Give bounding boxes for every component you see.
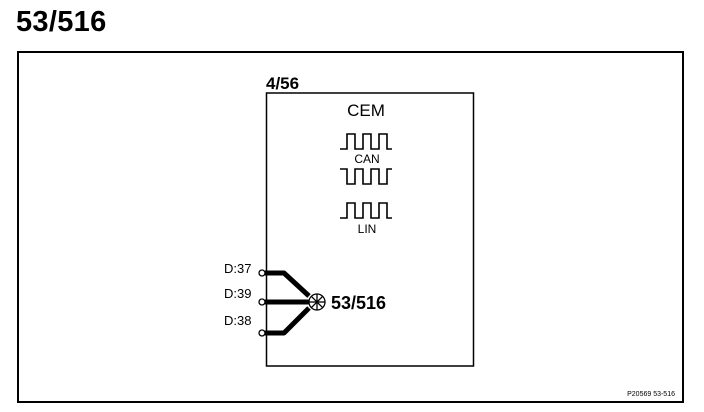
wire-bundle <box>265 270 311 336</box>
pin-terminal <box>258 269 266 277</box>
module-name-label: CEM <box>347 101 385 120</box>
splice-junction-icon <box>308 293 326 311</box>
page-title: 53/516 <box>16 6 107 38</box>
pin-terminal <box>258 298 266 306</box>
pin-terminal <box>258 329 266 337</box>
square-wave-icon <box>340 133 392 150</box>
module-id-label: 4/56 <box>266 74 299 93</box>
pin-label: D:39 <box>224 286 251 301</box>
square-wave-icon <box>340 202 392 219</box>
square-wave-icon <box>340 168 392 185</box>
reference-code: P20569 53-516 <box>627 391 675 398</box>
pin-label: D:37 <box>224 261 251 276</box>
diagram-frame <box>17 51 684 403</box>
junction-label: 53/516 <box>331 293 386 313</box>
can-signal-label: CAN <box>354 152 379 166</box>
lin-signal-label: LIN <box>358 222 377 236</box>
pin-label: D:38 <box>224 313 251 328</box>
module-box <box>265 92 475 367</box>
